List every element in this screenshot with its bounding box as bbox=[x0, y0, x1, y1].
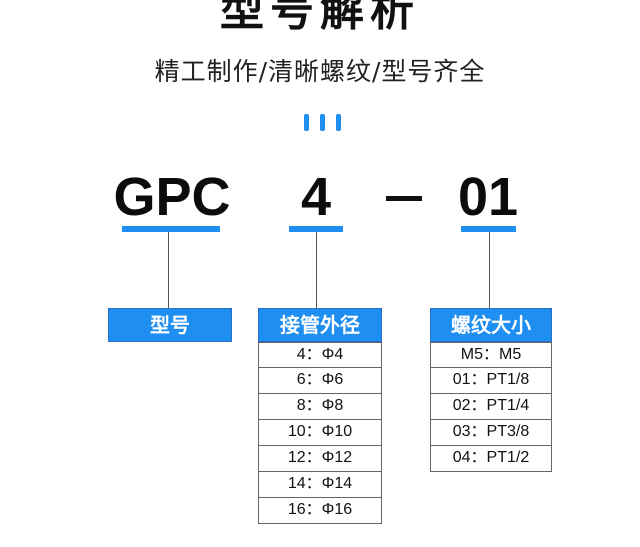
thread-size-header: 螺纹大小 bbox=[430, 308, 552, 342]
tube-od-row: 8：Φ8 bbox=[258, 394, 382, 420]
tube-od-row: 16：Φ16 bbox=[258, 498, 382, 524]
decorative-dash bbox=[336, 114, 341, 131]
thread-size-row: 01：PT1/8 bbox=[430, 368, 552, 394]
tube-od-row: 14：Φ14 bbox=[258, 472, 382, 498]
thread-size-list: M5：M5 01：PT1/8 02：PT1/4 03：PT3/8 04：PT1/… bbox=[430, 342, 552, 472]
model-code-part-gpc: GPC bbox=[113, 167, 231, 227]
thread-size-row: M5：M5 bbox=[430, 342, 552, 368]
model-label-box: 型号 bbox=[108, 308, 232, 342]
thread-size-row: 04：PT1/2 bbox=[430, 446, 552, 472]
decorative-dash bbox=[320, 114, 325, 131]
connector-line bbox=[316, 232, 317, 308]
tube-od-row: 6：Φ6 bbox=[258, 368, 382, 394]
connector-line bbox=[489, 232, 490, 308]
model-code-part-thread: 01 bbox=[457, 167, 519, 227]
model-code-separator bbox=[386, 196, 422, 201]
underline-size bbox=[289, 226, 343, 232]
tube-od-row: 10：Φ10 bbox=[258, 420, 382, 446]
connector-line bbox=[168, 232, 169, 308]
thread-size-row: 02：PT1/4 bbox=[430, 394, 552, 420]
underline-thread bbox=[461, 226, 516, 232]
tube-od-row: 12：Φ12 bbox=[258, 446, 382, 472]
tube-od-header: 接管外径 bbox=[258, 308, 382, 342]
thread-size-row: 03：PT3/8 bbox=[430, 420, 552, 446]
model-code-part-size: 4 bbox=[300, 167, 332, 227]
page-subtitle: 精工制作/清晰螺纹/型号齐全 bbox=[154, 57, 486, 86]
page-title: 型号解析 bbox=[220, 0, 420, 36]
decorative-dash bbox=[304, 114, 309, 131]
tube-od-list: 4：Φ4 6：Φ6 8：Φ8 10：Φ10 12：Φ12 14：Φ14 16：Φ… bbox=[258, 342, 382, 524]
tube-od-row: 4：Φ4 bbox=[258, 342, 382, 368]
underline-gpc bbox=[122, 226, 220, 232]
